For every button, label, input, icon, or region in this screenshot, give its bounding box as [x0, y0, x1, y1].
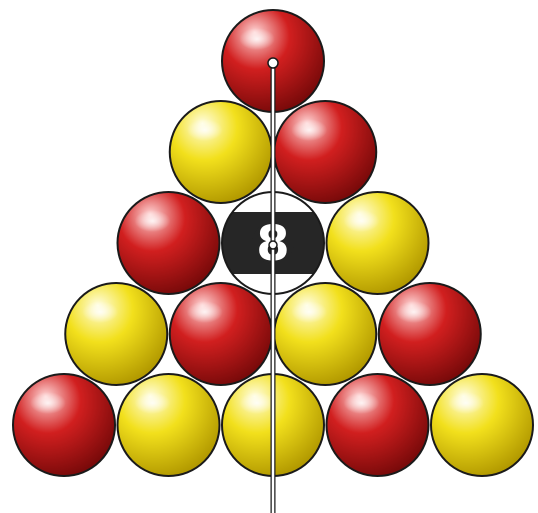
ball-highlight [239, 392, 275, 414]
aim-handle-icon[interactable] [268, 58, 278, 68]
yellow-ball [170, 101, 272, 203]
yellow-ball [118, 374, 220, 476]
ball-highlight [187, 119, 223, 141]
ball-highlight [291, 301, 327, 323]
yellow-ball [431, 374, 533, 476]
ball-highlight [344, 392, 380, 414]
red-ball [327, 374, 429, 476]
ball-highlight [82, 301, 118, 323]
yellow-ball [327, 192, 429, 294]
ball-highlight [396, 301, 432, 323]
ball-highlight [187, 301, 223, 323]
red-ball [13, 374, 115, 476]
ball-highlight [448, 392, 484, 414]
yellow-ball [274, 283, 376, 385]
ball-highlight [135, 210, 171, 232]
ball-highlight [30, 392, 66, 414]
ball-highlight [344, 210, 380, 232]
ball-highlight [239, 28, 275, 50]
red-ball [118, 192, 220, 294]
red-ball [379, 283, 481, 385]
yellow-ball [65, 283, 167, 385]
red-ball [274, 101, 376, 203]
red-ball [170, 283, 272, 385]
ball-highlight [135, 392, 171, 414]
ball-highlight [291, 119, 327, 141]
aim-contact-point-icon [269, 241, 277, 249]
